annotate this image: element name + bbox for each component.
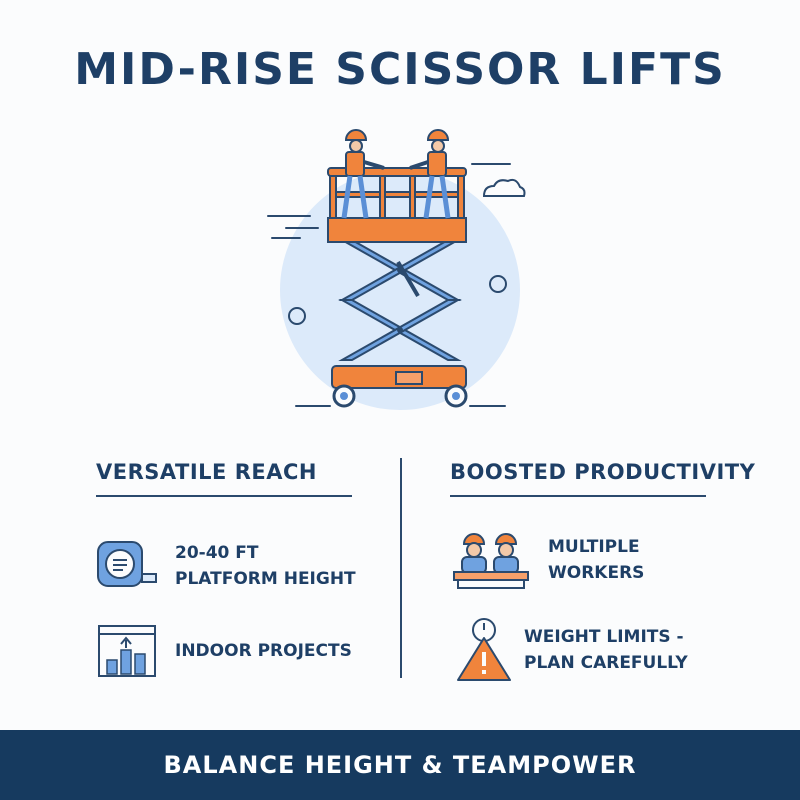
building-growth-icon xyxy=(98,625,156,677)
versatile-reach-heading: VERSATILE REACH xyxy=(96,460,317,484)
footer-banner: BALANCE HEIGHT & TEAMPOWER xyxy=(0,730,800,800)
scissor-lift-illustration xyxy=(267,129,526,410)
weight-warning-icon xyxy=(457,618,511,681)
platform-height-line2: PLATFORM HEIGHT xyxy=(175,569,356,589)
platform-height-line1: 20-40 FT xyxy=(175,543,259,563)
multiple-workers-line2: WORKERS xyxy=(548,563,645,583)
tape-measure-icon xyxy=(97,541,157,587)
footer-text: BALANCE HEIGHT & TEAMPOWER xyxy=(163,751,637,779)
weight-limits-text: WEIGHT LIMITS - PLAN CAREFULLY xyxy=(524,624,688,676)
page-title: MID-RISE SCISSOR LIFTS xyxy=(74,44,726,95)
multiple-workers-line1: MULTIPLE xyxy=(548,537,640,557)
left-heading-underline xyxy=(96,495,352,497)
column-divider xyxy=(400,458,402,678)
weight-limits-line2: PLAN CAREFULLY xyxy=(524,653,688,673)
boosted-productivity-heading: BOOSTED PRODUCTIVITY xyxy=(450,460,756,484)
multiple-workers-text: MULTIPLE WORKERS xyxy=(548,534,644,586)
workers-icon xyxy=(453,533,529,589)
indoor-projects-text: INDOOR PROJECTS xyxy=(175,641,352,661)
right-heading-underline xyxy=(450,495,706,497)
weight-limits-line1: WEIGHT LIMITS - xyxy=(524,627,684,647)
platform-height-text: 20-40 FT PLATFORM HEIGHT xyxy=(175,540,356,592)
